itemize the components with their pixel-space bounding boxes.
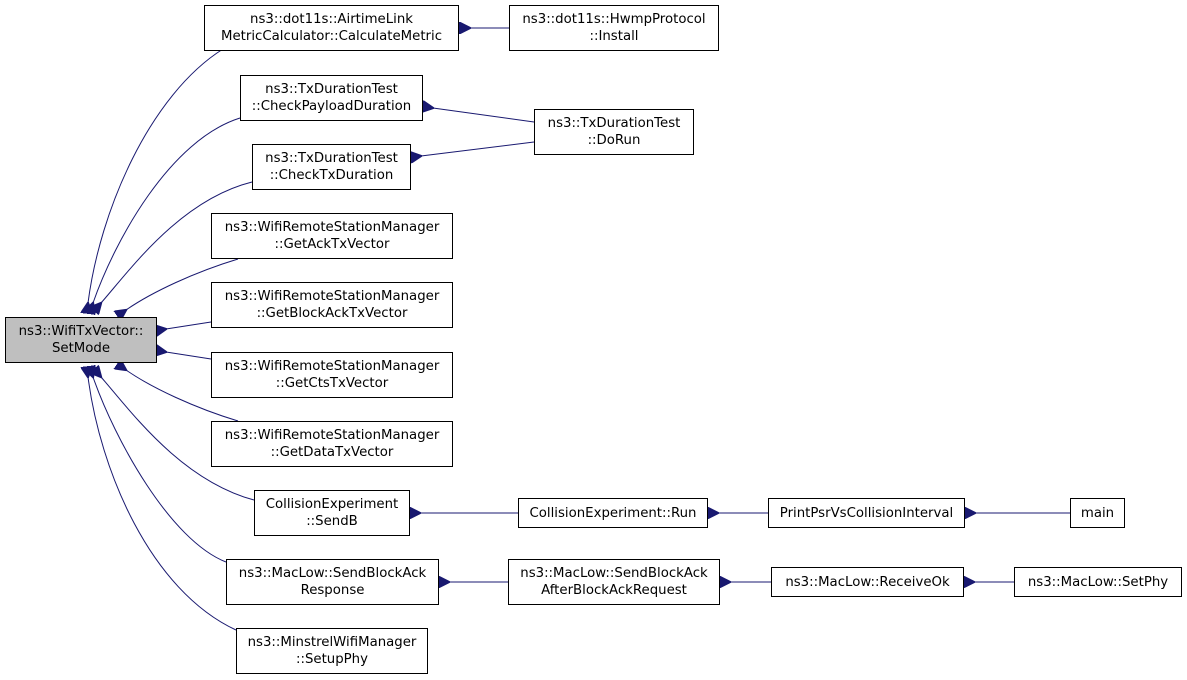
node-coll-run[interactable]: CollisionExperiment::Run — [518, 498, 708, 528]
node-set-phy[interactable]: ns3::MacLow::SetPhy — [1014, 567, 1182, 597]
node-sendb[interactable]: CollisionExperiment::SendB — [254, 490, 410, 536]
edge-sendb-to-setmode — [101, 377, 255, 501]
edge-send-blockack-resp-to-setmode — [93, 377, 227, 563]
node-label-line: ::CheckTxDuration — [269, 168, 394, 183]
node-check-payload[interactable]: ns3::TxDurationTest::CheckPayloadDuratio… — [240, 75, 423, 121]
node-label-line: ::CheckPayloadDuration — [251, 99, 412, 114]
node-label-line: ns3::dot11s::AirtimeLink — [250, 12, 413, 27]
node-label-line: ns3::TxDurationTest — [265, 82, 398, 97]
edge-check-payload-to-setmode — [93, 117, 241, 303]
node-label-line: ::SetupPhy — [296, 652, 368, 667]
node-label-line: ::SendB — [306, 514, 358, 529]
edge-get-data-to-setmode — [126, 370, 239, 422]
node-label-line: ns3::WifiRemoteStationManager — [224, 428, 440, 443]
node-label-line: ns3::MacLow::SetPhy — [1027, 574, 1169, 590]
node-label-line: ::GetBlockAckTxVector — [256, 306, 408, 321]
node-get-data[interactable]: ns3::WifiRemoteStationManager::GetDataTx… — [211, 421, 453, 467]
node-label-line: AfterBlockAckRequest — [541, 583, 687, 598]
node-label-line: ns3::WifiTxVector:: — [18, 324, 144, 339]
node-minstrel-setup[interactable]: ns3::MinstrelWifiManager::SetupPhy — [236, 628, 428, 674]
node-label-line: CollisionExperiment::Run — [529, 505, 697, 521]
edge-tx-dorun-to-check-payload — [433, 108, 535, 123]
edge-calc-metric-to-setmode — [88, 48, 224, 303]
node-label-line: Response — [300, 583, 365, 598]
edge-get-cts-to-setmode — [166, 352, 212, 360]
node-label-line: ns3::TxDurationTest — [265, 151, 398, 166]
node-label-line: ns3::MacLow::SendBlockAck — [520, 566, 708, 581]
edge-minstrel-setup-to-setmode — [88, 377, 237, 631]
node-get-cts[interactable]: ns3::WifiRemoteStationManager::GetCtsTxV… — [211, 352, 453, 398]
node-label-line: ns3::WifiRemoteStationManager — [224, 289, 440, 304]
node-print-psr[interactable]: PrintPsrVsCollisionInterval — [768, 498, 965, 528]
node-check-txdur[interactable]: ns3::TxDurationTest::CheckTxDuration — [252, 144, 411, 190]
node-label-line: ::GetAckTxVector — [274, 237, 390, 252]
node-label-line: ::GetCtsTxVector — [275, 376, 389, 391]
node-main[interactable]: main — [1070, 498, 1125, 528]
node-get-ack[interactable]: ns3::WifiRemoteStationManager::GetAckTxV… — [211, 213, 453, 259]
node-label-line: MetricCalculator::CalculateMetric — [220, 29, 443, 44]
node-label-line: ns3::MinstrelWifiManager — [247, 635, 417, 650]
node-label-line: ns3::WifiRemoteStationManager — [224, 359, 440, 374]
node-setmode[interactable]: ns3::WifiTxVector::SetMode — [5, 317, 157, 363]
node-label-line: ::DoRun — [587, 133, 641, 148]
node-hwmp-install[interactable]: ns3::dot11s::HwmpProtocol::Install — [509, 5, 719, 51]
node-label-line: CollisionExperiment — [265, 497, 399, 512]
node-get-blockack[interactable]: ns3::WifiRemoteStationManager::GetBlockA… — [211, 282, 453, 328]
edge-tx-dorun-to-check-txdur — [421, 141, 535, 156]
node-label-line: SetMode — [51, 341, 111, 356]
node-label-line: main — [1080, 505, 1115, 521]
node-tx-dorun[interactable]: ns3::TxDurationTest::DoRun — [534, 109, 694, 155]
node-label-line: ns3::dot11s::HwmpProtocol — [522, 12, 706, 27]
node-label-line: ::Install — [589, 29, 639, 44]
node-label-line: PrintPsrVsCollisionInterval — [779, 505, 954, 521]
node-receive-ok[interactable]: ns3::MacLow::ReceiveOk — [771, 567, 964, 597]
edge-get-ack-to-setmode — [126, 258, 239, 310]
node-label-line: ns3::MacLow::SendBlockAck — [238, 566, 427, 581]
edge-get-blockack-to-setmode — [166, 321, 212, 329]
edge-check-txdur-to-setmode — [101, 181, 253, 303]
node-label-line: ns3::MacLow::ReceiveOk — [785, 574, 950, 590]
node-label-line: ::GetDataTxVector — [270, 445, 394, 460]
node-label-line: ns3::WifiRemoteStationManager — [224, 220, 440, 235]
node-label-line: ns3::TxDurationTest — [547, 116, 681, 131]
